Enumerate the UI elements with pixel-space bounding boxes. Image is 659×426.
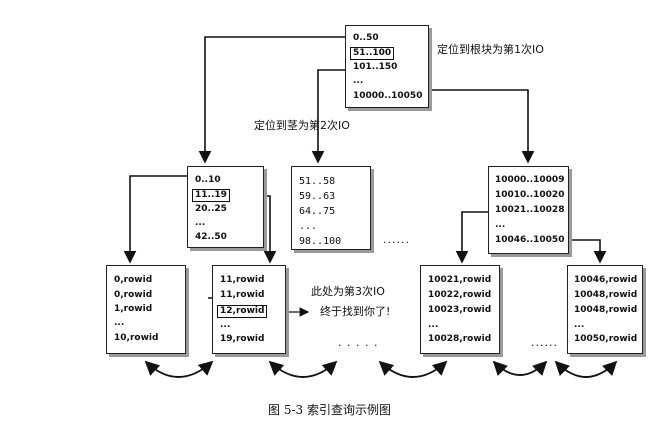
branch-block-left: 0..10 11..19 20..25 ... 42..50 (187, 166, 264, 248)
branch-entry: 42..50 (195, 232, 227, 242)
branch-entry: 10021..10028 (495, 205, 565, 215)
leaf-ellipsis-right: ...... (531, 336, 558, 349)
leaf-entry: 10048,rowid (574, 290, 638, 300)
root-entry: 10000..10050 (353, 91, 423, 101)
leaf-entry: ... (114, 318, 125, 328)
io2-annotation: 定位到茎为第2次IO (254, 119, 350, 132)
leaf-entry: ... (574, 320, 585, 330)
leaf-entry: 10023,rowid (428, 305, 492, 315)
leaf-entry: 10046,rowid (574, 275, 638, 285)
leaf-entry: 10028,rowid (428, 334, 492, 344)
branch-entry: 64..75 (299, 206, 336, 217)
io3-annotation: 此处为第3次IO (311, 285, 385, 298)
root-to-right-branch-arrow (428, 89, 535, 164)
leaf-entry-highlighted: 12,rowid (217, 305, 268, 318)
leaf-entry: ... (428, 320, 439, 330)
branch-entry: ... (195, 218, 206, 228)
root-to-left-branch-arrow (198, 36, 345, 164)
figure-caption: 图 5-3 索引查询示例图 (268, 403, 391, 417)
leaf-entry: 10022,rowid (428, 290, 492, 300)
branch-entry: 51..58 (299, 176, 336, 187)
right-branch-to-leaf4-arrow (568, 239, 607, 264)
leaf1-leaf2-link (144, 360, 214, 378)
leaf-entry: 1,rowid (114, 304, 153, 314)
leaf2-leaf3-link-a (268, 360, 338, 378)
branch-entry-highlighted: 11..19 (192, 189, 230, 202)
right-branch-to-leaf3-arrow (455, 211, 492, 264)
branch-entry: ... (299, 221, 318, 232)
branch-entry: 10010..10020 (495, 190, 565, 200)
leaf-block-4: 10046,rowid 10048,rowid 10048,rowid ... … (567, 265, 643, 354)
branch-block-right: 10000..10009 10010..10020 10021..10028 .… (488, 166, 569, 254)
branch-ellipsis: ...... (383, 233, 410, 246)
leaf-entry: 10,rowid (114, 333, 159, 343)
left-branch-to-leaf1-arrow (123, 175, 187, 264)
leaf-entry: 0,rowid (114, 275, 153, 285)
branch-block-middle: 51..58 59..63 64..75 ... 98..100 (291, 166, 371, 250)
leaf-block-2: 11,rowid 11,rowid 12,rowid ... 19,rowid (212, 265, 286, 354)
branch-entry: 10046..10050 (495, 235, 565, 245)
leaf-block-3: 10021,rowid 10022,rowid 10023,rowid ... … (420, 265, 500, 354)
branch-entry: ... (495, 220, 506, 230)
leaf-entry: 10048,rowid (574, 305, 638, 315)
leaf-entry: 0,rowid (114, 290, 153, 300)
branch-entry: 98..100 (299, 236, 342, 247)
leaf3-leaf4-link-b (554, 360, 618, 378)
root-block: 0..50 51..100 101..150 ... 10000..10050 (345, 25, 429, 108)
root-entry: 0..50 (353, 33, 379, 43)
branch-entry: 20..25 (195, 204, 227, 214)
root-entry-highlighted: 51..100 (350, 47, 395, 60)
branch-entry: 59..63 (299, 191, 336, 202)
found-annotation: 终于找到你了! (320, 305, 391, 318)
leaf2-leaf3-link-b (378, 360, 448, 378)
branch-entry: 10000..10009 (495, 175, 565, 185)
leaf-entry: 11,rowid (220, 275, 265, 285)
leaf-block-1: 0,rowid 0,rowid 1,rowid ... 10,rowid (106, 265, 186, 354)
leaf-entry: 19,rowid (220, 334, 265, 344)
io1-annotation: 定位到根块为第1次IO (437, 43, 544, 56)
branch-entry: 0..10 (195, 175, 221, 185)
leaf-entry: 10021,rowid (428, 275, 492, 285)
root-entry: ... (353, 76, 364, 86)
leaf-entry: 10050,rowid (574, 334, 638, 344)
leaf-entry: ... (220, 320, 231, 330)
leaf-ellipsis-middle: . . . . . (338, 336, 379, 349)
leaf3-leaf4-link-a (492, 360, 548, 376)
leaf-entry: 11,rowid (220, 290, 265, 300)
root-entry: 101..150 (353, 62, 398, 72)
